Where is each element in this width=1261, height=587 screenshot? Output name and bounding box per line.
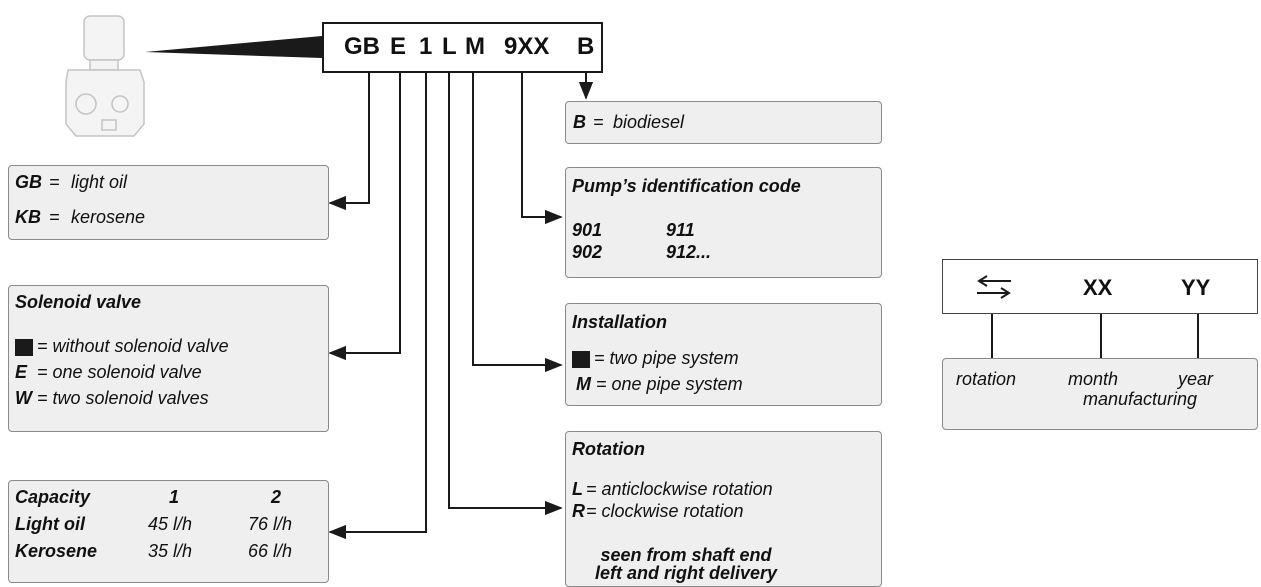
solenoid-text-w: = two solenoid valves xyxy=(37,388,209,409)
solenoid-key-w: W xyxy=(15,388,32,409)
capacity-header-2: 2 xyxy=(261,487,291,508)
installation-box: Installation = two pipe system M = one p… xyxy=(565,303,882,406)
fuel-key-kb: KB xyxy=(15,207,41,228)
rotation-arrows-icon xyxy=(973,274,1015,300)
capacity-row-kerosene: Kerosene xyxy=(15,541,97,562)
solenoid-key-e: E xyxy=(15,362,27,383)
connector-9xx xyxy=(522,73,561,217)
legend-year-label: year xyxy=(1178,369,1213,390)
installation-text-m: = one pipe system xyxy=(596,374,743,395)
rotation-box: Rotation L = anticlockwise rotation R = … xyxy=(565,431,882,587)
rotation-key-r: R xyxy=(572,501,585,522)
fuel-text-kb: kerosene xyxy=(71,207,145,228)
pump-code-box: Pump’s identification code 901 911 902 9… xyxy=(565,167,882,278)
blank-code-square xyxy=(15,339,33,356)
rotation-year-code: YY xyxy=(1181,275,1210,301)
connector-gb xyxy=(330,73,369,203)
rotation-legend-box: rotation month year manufacturing xyxy=(942,358,1258,430)
pointer-wedge xyxy=(145,36,322,58)
legend-manufacturing-label: manufacturing xyxy=(1083,389,1197,410)
code-part-installation: M xyxy=(465,33,485,61)
solenoid-text-e: = one solenoid valve xyxy=(37,362,202,383)
capacity-kerosene-1: 35 l/h xyxy=(148,541,192,562)
installation-key-m: M xyxy=(576,374,591,395)
solenoid-title: Solenoid valve xyxy=(15,292,141,313)
fuel-text-gb: light oil xyxy=(71,172,127,193)
code-part-biodiesel: B xyxy=(577,33,594,61)
capacity-light-oil-2: 76 l/h xyxy=(248,514,292,535)
pump-code-911: 911 xyxy=(666,220,695,241)
connector-l xyxy=(449,73,561,508)
code-part-solenoid: E xyxy=(390,33,406,61)
installation-title: Installation xyxy=(572,312,667,333)
solenoid-none-text: = without solenoid valve xyxy=(37,336,229,357)
model-code-box: GB E 1 L M 9XX B xyxy=(322,22,603,73)
legend-month-label: month xyxy=(1068,369,1118,390)
rotation-note-line2: left and right delivery xyxy=(566,563,806,584)
legend-rotation-label: rotation xyxy=(956,369,1016,390)
biodiesel-text: biodiesel xyxy=(613,112,684,133)
pump-code-title: Pump’s identification code xyxy=(572,176,801,197)
solenoid-valve-box: Solenoid valve = without solenoid valve … xyxy=(8,285,329,432)
rotation-text-r: = clockwise rotation xyxy=(586,501,744,522)
biodiesel-key: B xyxy=(573,112,586,133)
fuel-type-box: GB = light oil KB = kerosene xyxy=(8,165,329,240)
rotation-title: Rotation xyxy=(572,439,645,460)
code-part-capacity: 1 xyxy=(419,33,432,61)
blank-code-square xyxy=(572,351,590,368)
pump-code-901: 901 xyxy=(572,220,602,241)
rotation-text-l: = anticlockwise rotation xyxy=(586,479,773,500)
code-part-pump-code: 9XX xyxy=(504,33,549,61)
biodiesel-box: B = biodiesel xyxy=(565,101,882,144)
connector-e xyxy=(330,73,400,353)
pump-code-912: 912... xyxy=(666,242,711,263)
capacity-row-light-oil: Light oil xyxy=(15,514,85,535)
connector-1 xyxy=(330,73,426,532)
fuel-eq-kb: = xyxy=(49,207,60,228)
installation-none-text: = two pipe system xyxy=(594,348,739,369)
rotation-key-l: L xyxy=(572,479,583,500)
fuel-key-gb: GB xyxy=(15,172,42,193)
rotation-month-code: XX xyxy=(1083,275,1112,301)
capacity-light-oil-1: 45 l/h xyxy=(148,514,192,535)
pump-image-icon xyxy=(62,12,152,142)
code-part-fuel: GB xyxy=(344,33,380,61)
capacity-header-label: Capacity xyxy=(15,487,90,508)
biodiesel-eq: = xyxy=(593,112,604,133)
fuel-eq-gb: = xyxy=(49,172,60,193)
connector-m xyxy=(473,73,561,365)
capacity-kerosene-2: 66 l/h xyxy=(248,541,292,562)
pump-code-902: 902 xyxy=(572,242,602,263)
capacity-header-1: 1 xyxy=(159,487,189,508)
code-part-rotation: L xyxy=(442,33,457,61)
capacity-box: Capacity 1 2 Light oil 45 l/h 76 l/h Ker… xyxy=(8,480,329,583)
rotation-date-code-box: XX YY xyxy=(942,259,1258,314)
